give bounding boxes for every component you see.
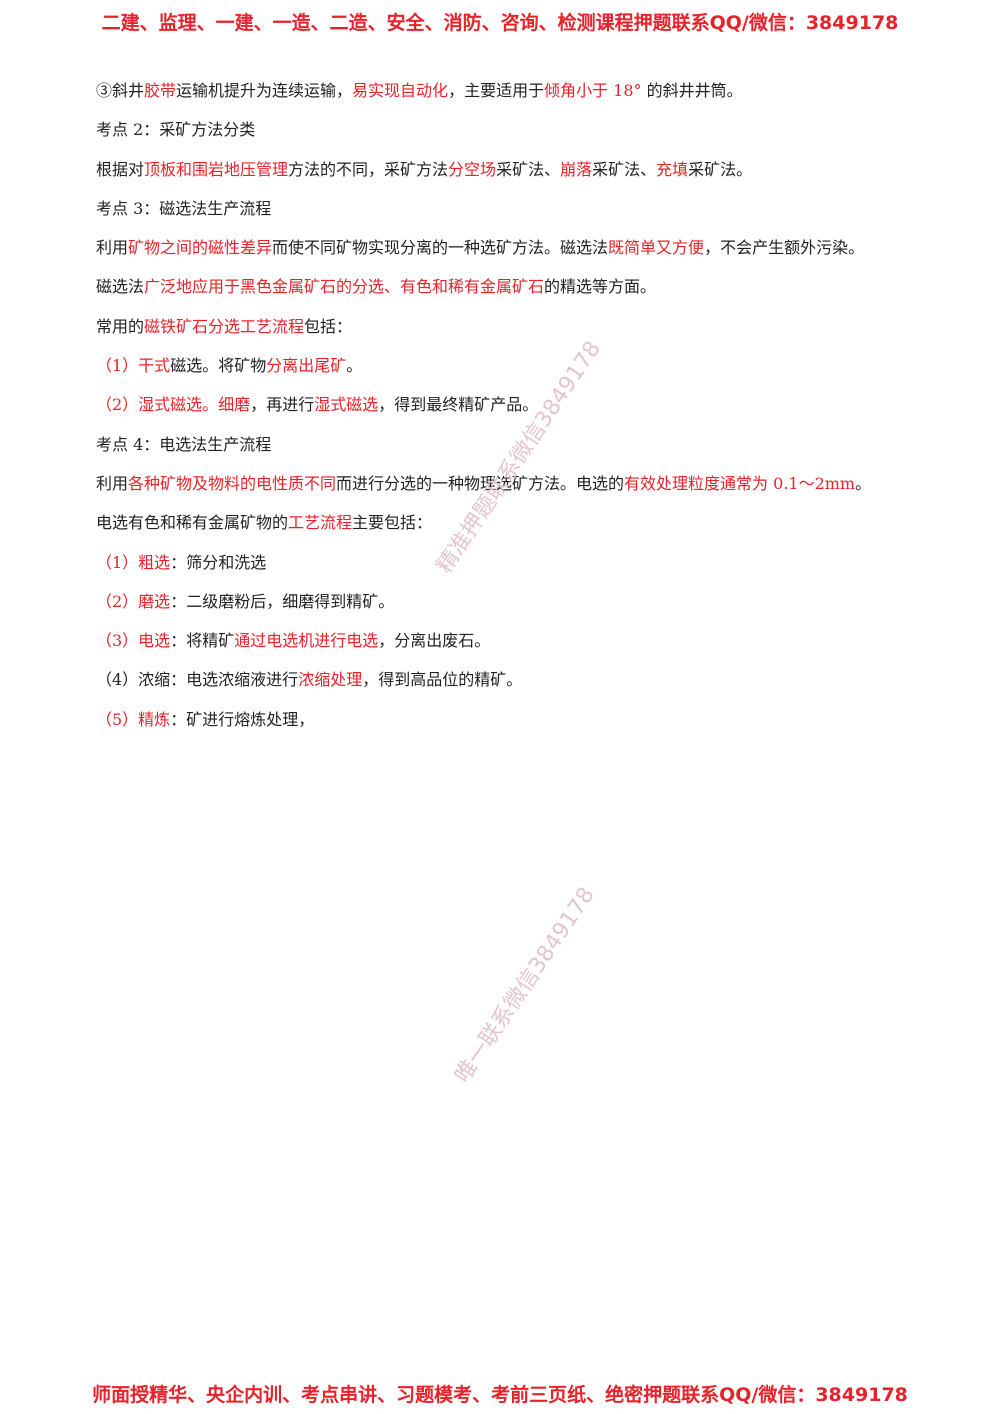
highlighted-text: 充填 [656,159,689,179]
body-text: ，不会产生额外污染。 [704,238,865,258]
body-text: 主要包括： [352,513,433,533]
text-line: （2）磨选：二级磨粉后，细磨得到精矿。 [96,589,946,628]
body-text: 考点 2：采矿方法分类 [96,120,256,140]
body-text: ：筛分和洗选 [170,552,267,572]
text-line: （4）浓缩：电选浓缩液进行浓缩处理，得到高品位的精矿。 [96,667,946,706]
highlighted-text: 胶带 [144,81,177,100]
text-line: 电选有色和稀有金属矿物的工艺流程主要包括： [96,510,946,549]
highlighted-text: （2）湿式磁选。细磨 [96,395,251,415]
text-line: 利用各种矿物及物料的电性质不同而进行分选的一种物理选矿方法。电选的有效处理粒度通… [96,471,946,510]
text-line: 利用矿物之间的磁性差异而使不同矿物实现分离的一种选矿方法。磁选法既简单又方便，不… [96,235,946,274]
text-line: 根据对顶板和围岩地压管理方法的不同，采矿方法分空场采矿法、崩落采矿法、充填采矿法… [96,157,946,196]
highlighted-text: 顶板和围岩地压管理 [144,159,289,179]
highlighted-text: 广泛地应用于黑色金属矿石的分选、有色和稀有金属矿石 [144,277,545,297]
highlighted-text: 矿物之间的磁性差异 [128,238,273,258]
body-text: 的精选等方面。 [544,277,657,297]
body-text: 考点 3：磁选法生产流程 [96,198,272,218]
watermark: 唯一联系微信3849178 [450,883,600,1088]
highlighted-text: （3）电选 [96,631,171,651]
text-line: ③斜井胶带运输机提升为连续运输，易实现自动化，主要适用于倾角小于 18° 的斜井… [96,78,946,117]
text-line: （1）干式磁选。将矿物分离出尾矿。 [96,353,946,392]
text-line: 磁选法广泛地应用于黑色金属矿石的分选、有色和稀有金属矿石的精选等方面。 [96,274,946,313]
highlighted-text: 浓缩处理 [298,670,363,690]
body-text: ，分离出废石。 [378,631,491,651]
highlighted-text: 有效处理粒度通常为 0.1～2mm [624,473,856,493]
highlighted-text: 湿式磁选 [314,395,379,415]
highlighted-text: （5）精炼 [96,709,171,729]
body-text: 利用 [96,473,129,493]
body-text: 运输机提升为连续运输， [176,81,353,100]
body-text: 方法的不同，采矿方法 [288,159,449,179]
text-line: 考点 4：电选法生产流程 [96,432,946,471]
highlighted-text: （2）磨选 [96,591,171,611]
highlighted-text: （1）粗选 [96,552,171,572]
body-text: 。 [346,356,363,376]
text-line: （1）粗选：筛分和洗选 [96,550,946,589]
highlighted-text: （1）干式 [96,356,171,376]
body-text: 。 [855,473,872,493]
highlighted-text: 分空场 [448,159,497,179]
body-text: ，再进行 [250,395,315,415]
body-text: ：矿进行熔炼处理， [170,709,315,729]
body-text: 电选有色和稀有金属矿物的 [96,513,289,533]
body-text: ，主要适用于 [448,81,545,100]
body-text: 利用 [96,238,129,258]
highlighted-text: 易实现自动化 [352,81,449,100]
body-text: 磁选法 [96,277,145,297]
highlighted-text: 崩落 [560,159,593,179]
highlighted-text: 分离出尾矿 [266,356,347,376]
body-text: 根据对 [96,159,145,179]
highlighted-text: 倾角小于 18° [544,81,642,100]
body-text: 的斜井井筒。 [641,81,743,100]
footer-banner: 师面授精华、央企内训、考点串讲、习题模考、考前三页纸、绝密押题联系QQ/微信：3… [92,1384,908,1406]
text-line: 考点 2：采矿方法分类 [96,117,946,156]
body-text: 采矿法。 [688,159,753,179]
body-text: （4）浓缩：电选浓缩液进行 [96,670,299,690]
body-text: ：将精矿 [170,631,235,651]
header-banner: 二建、监理、一建、一造、二造、安全、消防、咨询、检测课程押题联系QQ/微信：38… [101,12,899,34]
text-line: （3）电选：将精矿通过电选机进行电选，分离出废石。 [96,628,946,667]
body-text: 磁选。将矿物 [170,356,267,376]
highlighted-text: 通过电选机进行电选 [234,631,379,651]
body-text: 而进行分选的一种物理选矿方法。电选的 [336,473,625,493]
body-text: ，得到高品位的精矿。 [362,670,523,690]
body-text: ③斜井 [96,81,145,100]
body-text: 考点 4：电选法生产流程 [96,434,272,454]
text-line: 考点 3：磁选法生产流程 [96,196,946,235]
highlighted-text: 各种矿物及物料的电性质不同 [128,473,337,493]
text-line: 常用的磁铁矿石分选工艺流程包括： [96,314,946,353]
highlighted-text: 磁铁矿石分选工艺流程 [144,316,305,336]
body-text: 包括： [304,316,353,336]
highlighted-text: 工艺流程 [288,513,353,533]
body-text: ，得到最终精矿产品。 [378,395,539,415]
body-text: 采矿法、 [496,159,561,179]
body-text: 常用的 [96,316,145,336]
highlighted-text: 既简单又方便 [608,238,705,258]
body-text: 采矿法、 [592,159,657,179]
text-line: （2）湿式磁选。细磨，再进行湿式磁选，得到最终精矿产品。 [96,392,946,431]
text-line: （5）精炼：矿进行熔炼处理， [96,707,946,746]
body-text: 而使不同矿物实现分离的一种选矿方法。磁选法 [272,238,609,258]
body-text: ：二级磨粉后，细磨得到精矿。 [170,591,395,611]
document-body: ③斜井胶带运输机提升为连续运输，易实现自动化，主要适用于倾角小于 18° 的斜井… [96,78,946,746]
